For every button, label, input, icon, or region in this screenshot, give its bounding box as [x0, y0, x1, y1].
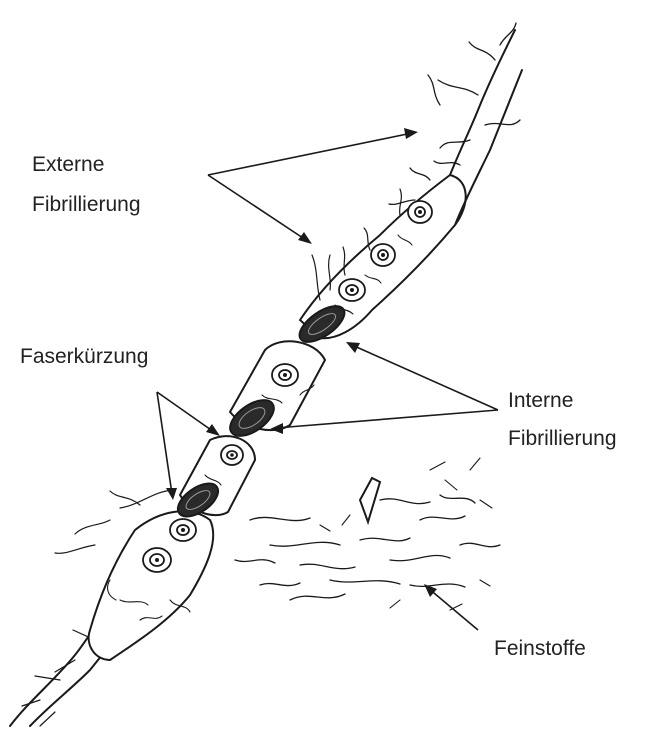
- label-interne-line1: Interne: [508, 386, 573, 416]
- label-faserkuerzung: Faserkürzung: [20, 342, 148, 372]
- label-externe-line2: Fibrillierung: [32, 190, 141, 220]
- fines-fibrils: [235, 458, 500, 610]
- fiber-segment-small: [172, 436, 255, 523]
- label-feinstoffe: Feinstoffe: [494, 634, 586, 664]
- label-interne-line2: Fibrillierung: [508, 424, 617, 454]
- arrow-feinstoffe: [424, 584, 478, 630]
- arrow-externe-fibrillierung: [208, 128, 418, 244]
- label-externe-line1: Externe: [32, 150, 104, 180]
- fiber-segment-upper: [294, 175, 466, 349]
